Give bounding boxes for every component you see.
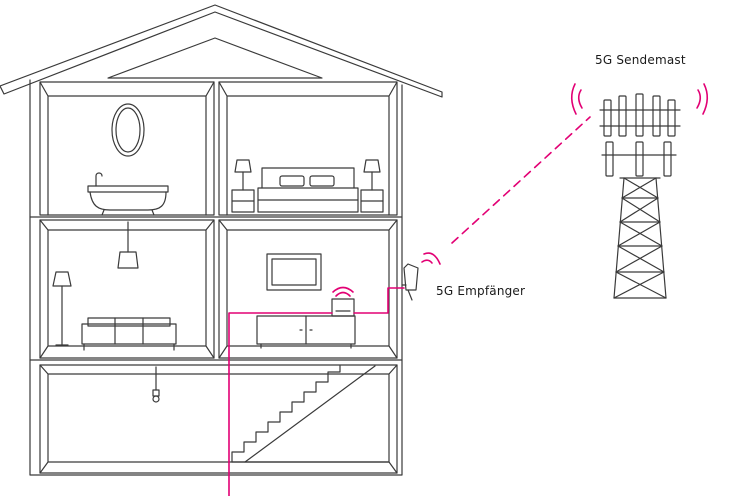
room-office	[218, 219, 398, 359]
cable	[228, 287, 405, 496]
mast-signal-right-icon	[696, 83, 709, 115]
sofa	[81, 317, 177, 351]
roof	[0, 4, 443, 98]
signal-paths	[228, 83, 709, 496]
router	[331, 298, 355, 317]
room-basement	[39, 364, 398, 474]
sideboard	[256, 315, 356, 349]
mirror	[111, 103, 145, 157]
transmitter-label: 5G Sendemast	[595, 53, 686, 67]
router-wifi-icon	[332, 286, 354, 297]
mirror-inner	[115, 107, 141, 153]
house-walls	[29, 79, 403, 476]
staircase	[231, 365, 390, 463]
room-bathroom	[39, 81, 215, 216]
bed	[257, 167, 359, 213]
hanging-bulb	[152, 366, 160, 403]
lattice-tower	[613, 177, 667, 299]
bathtub	[87, 172, 169, 216]
mast-signal-left-icon	[570, 83, 583, 115]
house	[0, 4, 443, 476]
room-bedroom	[218, 81, 398, 216]
pendant-lamp	[117, 221, 139, 269]
receiver-signal-icon	[421, 252, 441, 265]
antenna-array	[599, 93, 681, 177]
nightstand-left	[231, 159, 255, 213]
5g-receiver-device	[401, 263, 419, 301]
nightstand-right	[360, 159, 384, 213]
roof-inner	[107, 37, 323, 79]
wall-picture	[266, 253, 322, 291]
receiver-label: 5G Empfänger	[436, 284, 526, 298]
room-living	[39, 219, 215, 359]
wireless-link	[451, 116, 591, 244]
floor-lamp	[52, 271, 72, 346]
5g-tower	[599, 93, 681, 299]
